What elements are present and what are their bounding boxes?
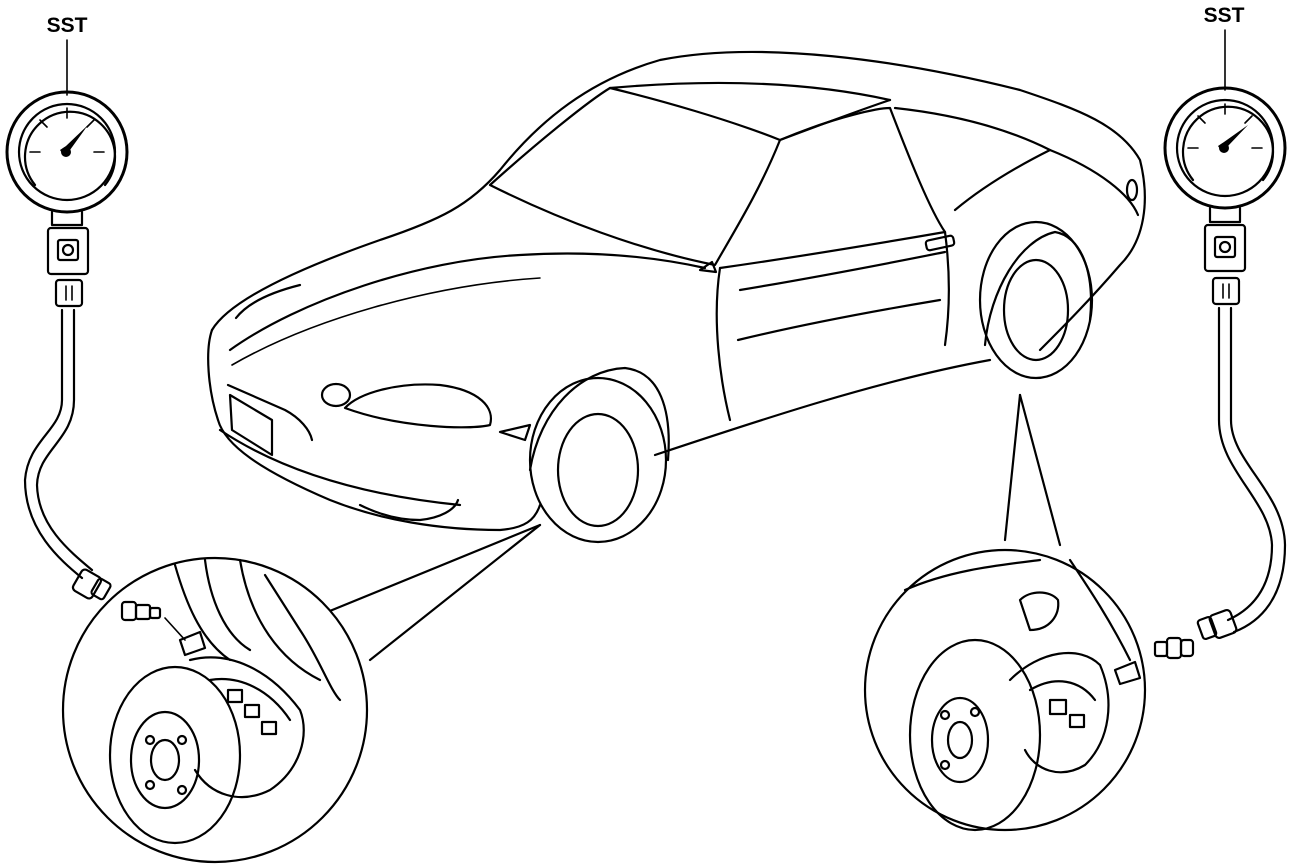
left-gauge-label: SST	[47, 14, 88, 37]
rear-brake-detail-circle	[863, 548, 1147, 832]
left-callout-pointer	[318, 523, 542, 662]
rear-bleeder-adapter	[1153, 636, 1195, 660]
rear-brake-detail	[863, 548, 1238, 832]
right-hose-fitting	[1196, 608, 1238, 641]
left-pressure-gauge	[5, 39, 129, 580]
right-gauge-label: SST	[1204, 4, 1245, 27]
right-callout-pointer	[1003, 393, 1062, 547]
car-illustration	[207, 50, 1146, 544]
right-pressure-gauge	[1163, 29, 1287, 634]
front-brake-detail-circle	[61, 556, 369, 864]
front-bleeder-adapter	[120, 600, 162, 622]
left-hose-fitting	[71, 568, 112, 601]
front-brake-detail	[61, 556, 369, 864]
